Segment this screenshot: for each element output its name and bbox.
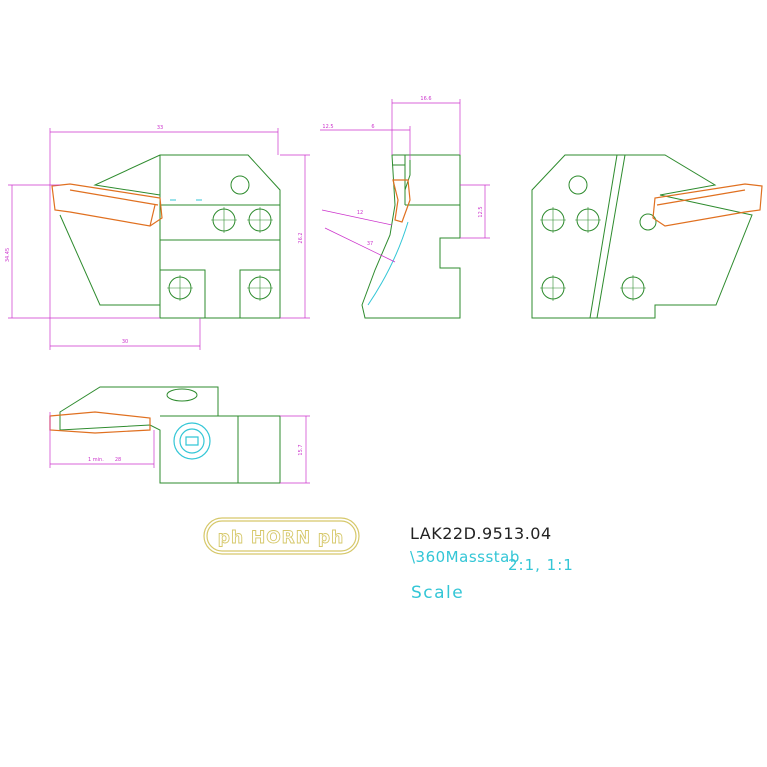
bottom-view-screw bbox=[173, 422, 211, 460]
mirror-view-bolt-hole-5 bbox=[639, 213, 657, 231]
horn-logo-text: ph HORN ph bbox=[218, 528, 344, 548]
side-view-dimensions bbox=[320, 99, 490, 263]
dim-front-height-right: 26.2 bbox=[298, 232, 304, 243]
drawing-number: LAK22D.9513.04 bbox=[410, 524, 552, 543]
dim-front-bottom: 30 bbox=[122, 339, 128, 345]
dim-front-width: 33 bbox=[157, 125, 163, 131]
mirror-view bbox=[531, 154, 753, 319]
front-view-insert bbox=[51, 183, 163, 227]
side-view-cyan-detail bbox=[367, 221, 409, 306]
scale-caption: \360Massstab bbox=[410, 548, 520, 566]
dim-side-angle-2: 37 bbox=[367, 241, 373, 247]
mirror-view-body-outline bbox=[531, 154, 753, 319]
mirror-view-insert bbox=[652, 183, 763, 227]
front-view bbox=[59, 154, 281, 319]
dim-front-height-left: 34.45 bbox=[5, 248, 11, 262]
bottom-view-body-outline bbox=[59, 386, 281, 484]
mirror-view-cutout bbox=[568, 175, 588, 195]
dim-side-top: 16.6 bbox=[420, 96, 431, 102]
bottom-view-slot bbox=[166, 388, 198, 402]
side-view bbox=[361, 154, 461, 319]
scale-label: Scale bbox=[411, 583, 465, 603]
dim-side-angle-1: 12 bbox=[357, 210, 363, 216]
bottom-view-screw-head bbox=[173, 422, 211, 460]
bottom-view bbox=[59, 386, 281, 484]
side-view-insert bbox=[392, 179, 411, 223]
bottom-view-dimensions bbox=[49, 412, 310, 484]
dim-side-right: 12.5 bbox=[478, 206, 484, 217]
front-view-dimensions bbox=[8, 128, 310, 350]
scale-value: 2:1, 1:1 bbox=[508, 556, 574, 574]
dim-side-top-small-2: 6 bbox=[371, 124, 374, 130]
side-view-body-outline bbox=[361, 154, 461, 319]
horn-logo: ph HORN ph bbox=[203, 517, 360, 555]
dim-bottom-left: 28 bbox=[115, 457, 121, 463]
dim-bottom-left-prefix: 1 min. bbox=[88, 457, 104, 463]
front-view-cutout bbox=[230, 175, 250, 195]
dim-side-top-small: 12.5 bbox=[322, 124, 333, 130]
dim-bottom-right: 15.7 bbox=[298, 444, 304, 455]
front-view-body-outline bbox=[59, 154, 281, 319]
